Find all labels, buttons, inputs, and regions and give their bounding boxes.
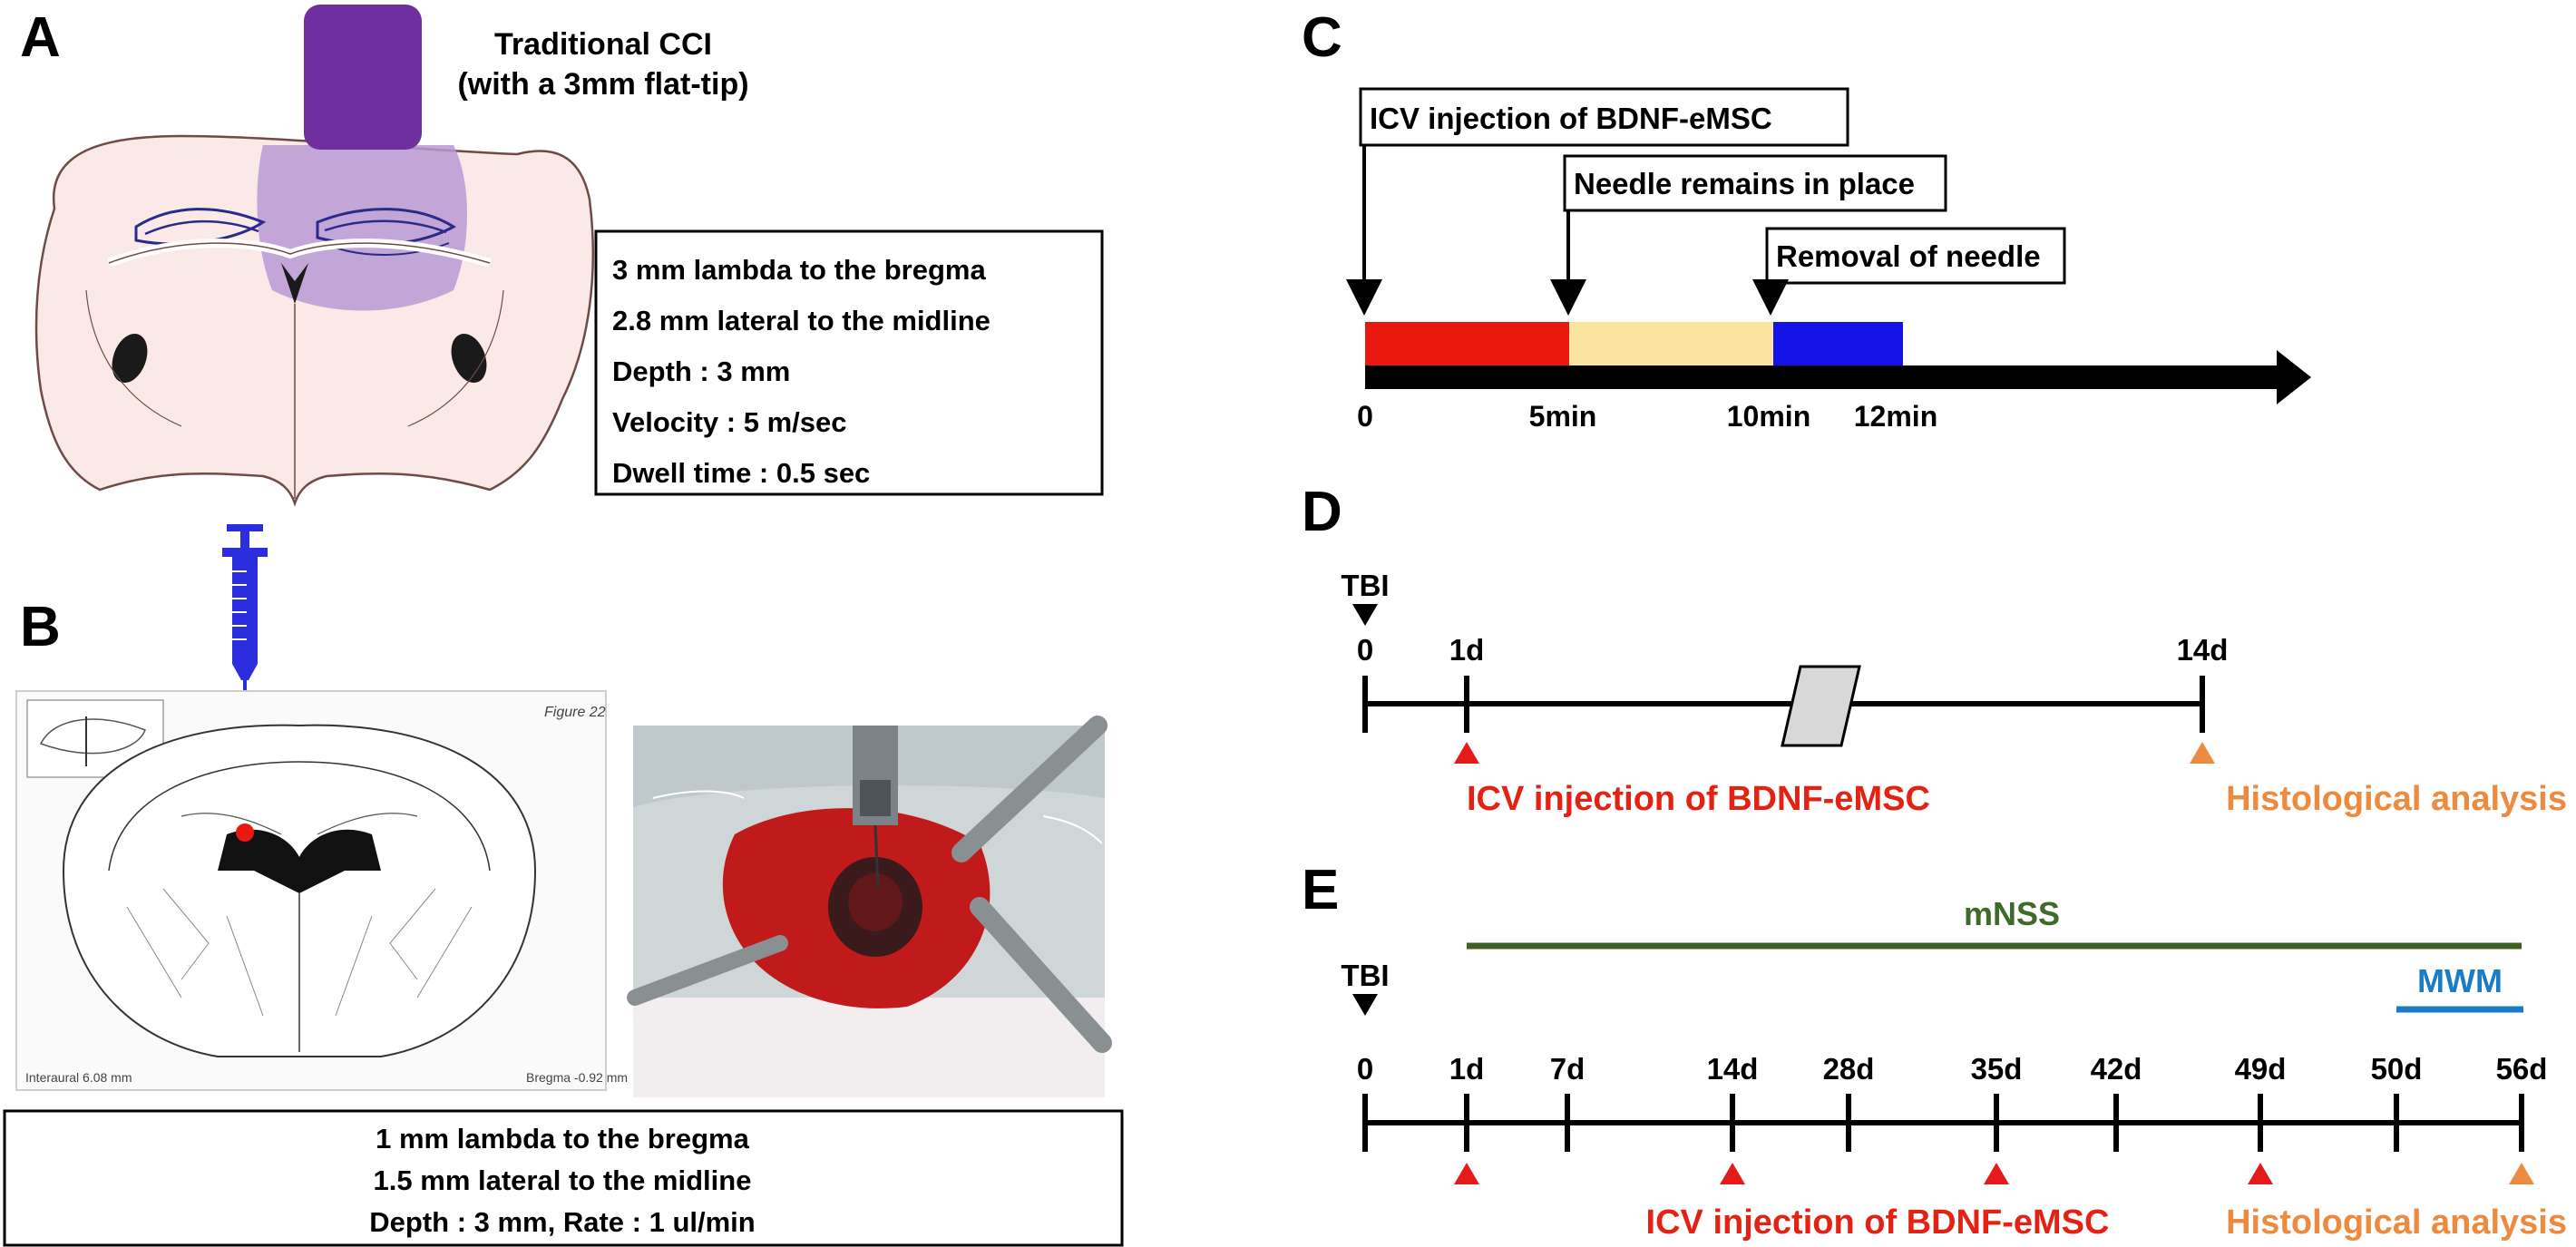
brain-coronal-section [34,134,594,507]
panel-c-letter: C [1302,6,1342,69]
injection-marker-d [1454,742,1479,764]
tick-e-7: 49d [2235,1052,2287,1086]
tick-e-6: 42d [2091,1052,2142,1086]
tbi-label-e: TBI [1341,959,1389,992]
panel-d-letter: D [1302,481,1342,543]
tick-d-2: 14d [2177,633,2229,667]
panel-a-letter: A [20,6,61,69]
cci-impactor-tip [304,5,422,150]
panel-e-letter: E [1302,859,1339,921]
segment-injection [1365,322,1569,365]
panel-a-param-2: Depth : 3 mm [612,356,790,387]
injection-marker-e-1d [1454,1163,1479,1184]
tick-e-1: 1d [1449,1052,1485,1086]
panel-b-param-0: 1 mm lambda to the bregma [376,1123,749,1154]
tick-d-1: 1d [1449,633,1485,667]
timeline-arrow-c [1365,365,2281,389]
panel-a-param-box [594,229,1104,496]
event-box-injection [1359,87,1849,147]
timeline-e-ticks: 0 1d 7d 14d 28d 35d 42d 49d 50d 56d [1357,1052,2548,1152]
panel-b-param-1: 1.5 mm lateral to the midline [374,1164,752,1196]
event-box-needle-remains [1563,154,1947,212]
panel-c: C ICV injection of BDNF-eMSC Needle rema… [1302,6,2311,433]
tick-e-2: 7d [1550,1052,1586,1086]
tick-c-1: 5min [1529,400,1597,433]
tick-e-3: 14d [1707,1052,1759,1086]
panel-b: B Figure 22 [3,524,1124,1247]
injection-label-d: ICV injection of BDNF-eMSC [1467,780,1930,818]
histology-label-e: Histological analysis [2226,1203,2567,1242]
surgery-photo [627,716,1112,1097]
injection-marker-e-14d [1720,1163,1745,1184]
tbi-marker-d [1352,604,1378,626]
panel-d: D TBI 0 1d 14d ICV injection of BDNF-eMS… [1302,481,2567,818]
tick-e-8: 50d [2371,1052,2423,1086]
tick-e-4: 28d [1823,1052,1875,1086]
tick-e-0: 0 [1357,1052,1373,1086]
panel-b-param-2: Depth : 3 mm, Rate : 1 ul/min [369,1206,755,1238]
histology-marker-e [2509,1163,2534,1184]
histology-marker-d [2190,742,2215,764]
panel-b-letter: B [20,596,61,658]
cci-device-title-line1: Traditional CCI [494,27,712,62]
injection-target-marker [236,823,254,842]
tbi-marker-e [1352,994,1378,1016]
mwm-label: MWM [2417,962,2503,999]
panel-a-param-4: Dwell time : 0.5 sec [612,457,870,489]
injection-label-e: ICV injection of BDNF-eMSC [1646,1203,2110,1242]
event-box-needle-removal [1765,227,2066,285]
tick-c-0: 0 [1357,400,1373,433]
event-needle-removal-label: Removal of needle [1776,239,2041,273]
atlas-figure-label: Figure 22 [544,705,606,720]
tick-e-9: 56d [2496,1052,2548,1086]
segment-needle-remains [1569,322,1773,365]
panel-a-param-1: 2.8 mm lateral to the midline [612,305,990,336]
mnss-label: mNSS [1964,895,2060,932]
tick-c-3: 12min [1854,400,1937,433]
event-injection-label: ICV injection of BDNF-eMSC [1370,102,1772,135]
panel-a-param-3: Velocity : 5 m/sec [612,406,846,438]
timeline-arrow-c-head [2277,350,2311,404]
panel-e: E mNSS MWM TBI 0 1d 7d 14d 28d 35d 42d 49d 50d 56… [1302,859,2567,1242]
panel-a: A Traditional CCI (with [20,5,1104,507]
histology-label-d: Histological analysis [2226,780,2567,818]
atlas-bregma-label: Bregma -0.92 mm [526,1070,628,1085]
cci-device-title-line2: (with a 3mm flat-tip) [457,67,748,102]
tick-e-5: 35d [1971,1052,2023,1086]
atlas-interaural-label: Interaural 6.08 mm [25,1070,132,1085]
segment-removal [1773,322,1903,365]
tbi-label-d: TBI [1341,569,1389,602]
injection-marker-e-49d [2248,1163,2273,1184]
axis-break-icon [1781,665,1861,747]
tick-d-0: 0 [1357,633,1373,667]
panel-a-param-0: 3 mm lambda to the bregma [612,254,986,286]
panel-b-param-box [3,1109,1124,1247]
injection-marker-e-35d [1984,1163,2009,1184]
tick-c-2: 10min [1727,400,1810,433]
event-needle-remains-label: Needle remains in place [1574,167,1915,200]
brain-atlas-figure: Figure 22 Interaural 6.08 mm Bregma -0.9… [15,690,628,1091]
